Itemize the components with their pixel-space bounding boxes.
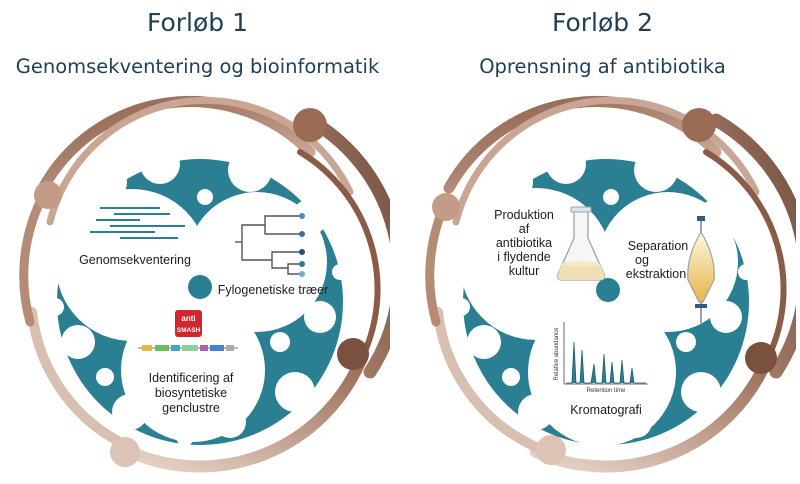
gene-cluster-icon: [138, 345, 238, 351]
label-prod-line1: Produktion: [494, 208, 554, 222]
separatory-funnel-icon: [687, 216, 715, 324]
label-chroma: Kromatografi: [570, 403, 642, 417]
phylogenetic-tree-icon: [235, 213, 305, 277]
svg-text:anti: anti: [181, 314, 195, 323]
chroma-x-label: Retention time: [587, 388, 626, 394]
panel2-subtitle: Oprensning af antibiotika: [479, 55, 726, 78]
panel1-subtitle: Genomsekventering og bioinformatik: [15, 55, 380, 78]
antismash-logo: anti SMASH: [175, 310, 202, 337]
ring-node: [293, 108, 327, 142]
label-bgc-line1: Identificering af: [149, 371, 234, 385]
chromatogram-icon: Retention time Relative abundance: [554, 322, 648, 394]
ring-node: [110, 437, 140, 467]
label-prod-line5: kultur: [509, 264, 540, 278]
sequence-reads-icon: [90, 207, 185, 239]
label-sep-line3: ekstraktion: [626, 267, 686, 281]
label-bgc-line2: biosyntetiske: [155, 386, 227, 400]
white-sections: [460, 188, 738, 446]
ring-node: [34, 181, 62, 209]
ring-node: [745, 342, 777, 374]
ring-node: [536, 435, 566, 465]
svg-text:SMASH: SMASH: [177, 327, 201, 334]
label-bgc-line3: genclustre: [162, 401, 220, 415]
label-sequencing: Genomsekventering: [79, 253, 191, 267]
label-sep-line1: Separation: [628, 239, 689, 253]
ring-node: [432, 193, 460, 221]
ring-swooshes: [19, 96, 390, 473]
label-phylo: Fylogenetiske træer: [218, 283, 328, 297]
erlenmeyer-flask-icon: [556, 206, 606, 281]
panel2-title: Forløb 2: [551, 8, 654, 37]
chroma-y-label: Relative abundance: [554, 327, 560, 381]
label-sep-line2: og: [635, 253, 649, 267]
ring-node: [337, 338, 369, 370]
panel1-title: Forløb 1: [146, 8, 249, 37]
label-prod-line2: af: [519, 222, 530, 236]
label-prod-line4: i flydende: [497, 250, 551, 264]
ring-node: [682, 108, 716, 142]
ring-swooshes: [425, 96, 796, 473]
panel1-diagram: Genomsekventering Fylogenetiske træer an…: [19, 96, 390, 473]
panel2-diagram: Produktion af antibiotika i flydende kul…: [425, 96, 796, 473]
label-prod-line3: antibiotika: [496, 236, 552, 250]
